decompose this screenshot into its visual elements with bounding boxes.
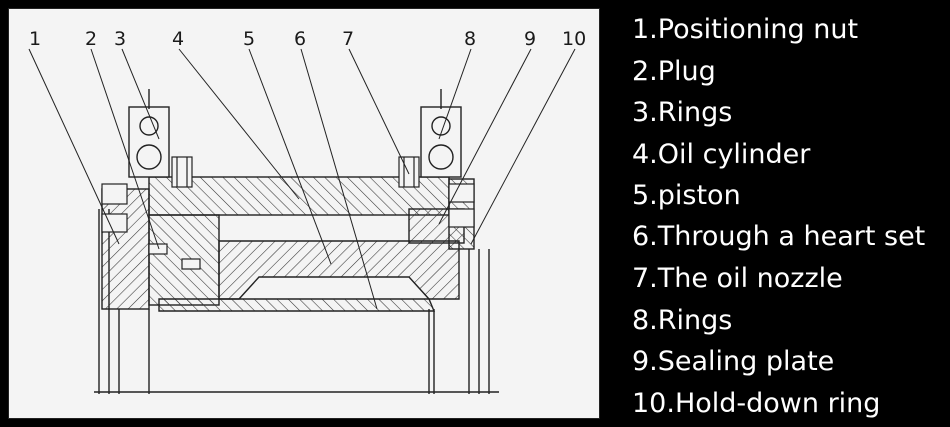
part-number-2: 2	[85, 28, 97, 50]
legend-item-5: 5.piston	[632, 180, 741, 211]
right-rings	[408, 178, 475, 250]
left-nut	[101, 183, 150, 310]
part-number-10: 10	[562, 28, 586, 50]
part-number-3: 3	[114, 28, 126, 50]
part-number-8: 8	[464, 28, 476, 50]
legend-item-4: 4.Oil cylinder	[632, 139, 811, 170]
legend-item-2: 2.Plug	[632, 56, 716, 87]
part-number-6: 6	[294, 28, 306, 50]
leader-lines	[28, 48, 576, 310]
legend-item-6: 6.Through a heart set	[632, 221, 926, 252]
part-number-9: 9	[524, 28, 536, 50]
parts-legend: 1.Positioning nut 2.Plug 3.Rings 4.Oil c…	[600, 6, 950, 421]
piston	[158, 240, 460, 312]
cross-section-drawing: 1 2 3 4 5 6 7 8 9 10	[28, 28, 586, 394]
legend-item-1: 1.Positioning nut	[632, 14, 859, 45]
legend-item-7: 7.The oil nozzle	[632, 263, 843, 294]
legend-item-10: 10.Hold-down ring	[632, 388, 881, 419]
legend-item-9: 9.Sealing plate	[632, 346, 835, 377]
part-number-labels: 1 2 3 4 5 6 7 8 9 10	[29, 28, 586, 50]
legend-item-8: 8.Rings	[632, 305, 733, 336]
part-number-1: 1	[29, 28, 41, 50]
technical-drawing-panel: 1 2 3 4 5 6 7 8 9 10	[8, 8, 600, 419]
legend-item-3: 3.Rings	[632, 97, 733, 128]
part-number-5: 5	[243, 28, 255, 50]
lifting-rings	[128, 89, 462, 178]
part-number-4: 4	[172, 28, 184, 50]
part-number-7: 7	[342, 28, 354, 50]
